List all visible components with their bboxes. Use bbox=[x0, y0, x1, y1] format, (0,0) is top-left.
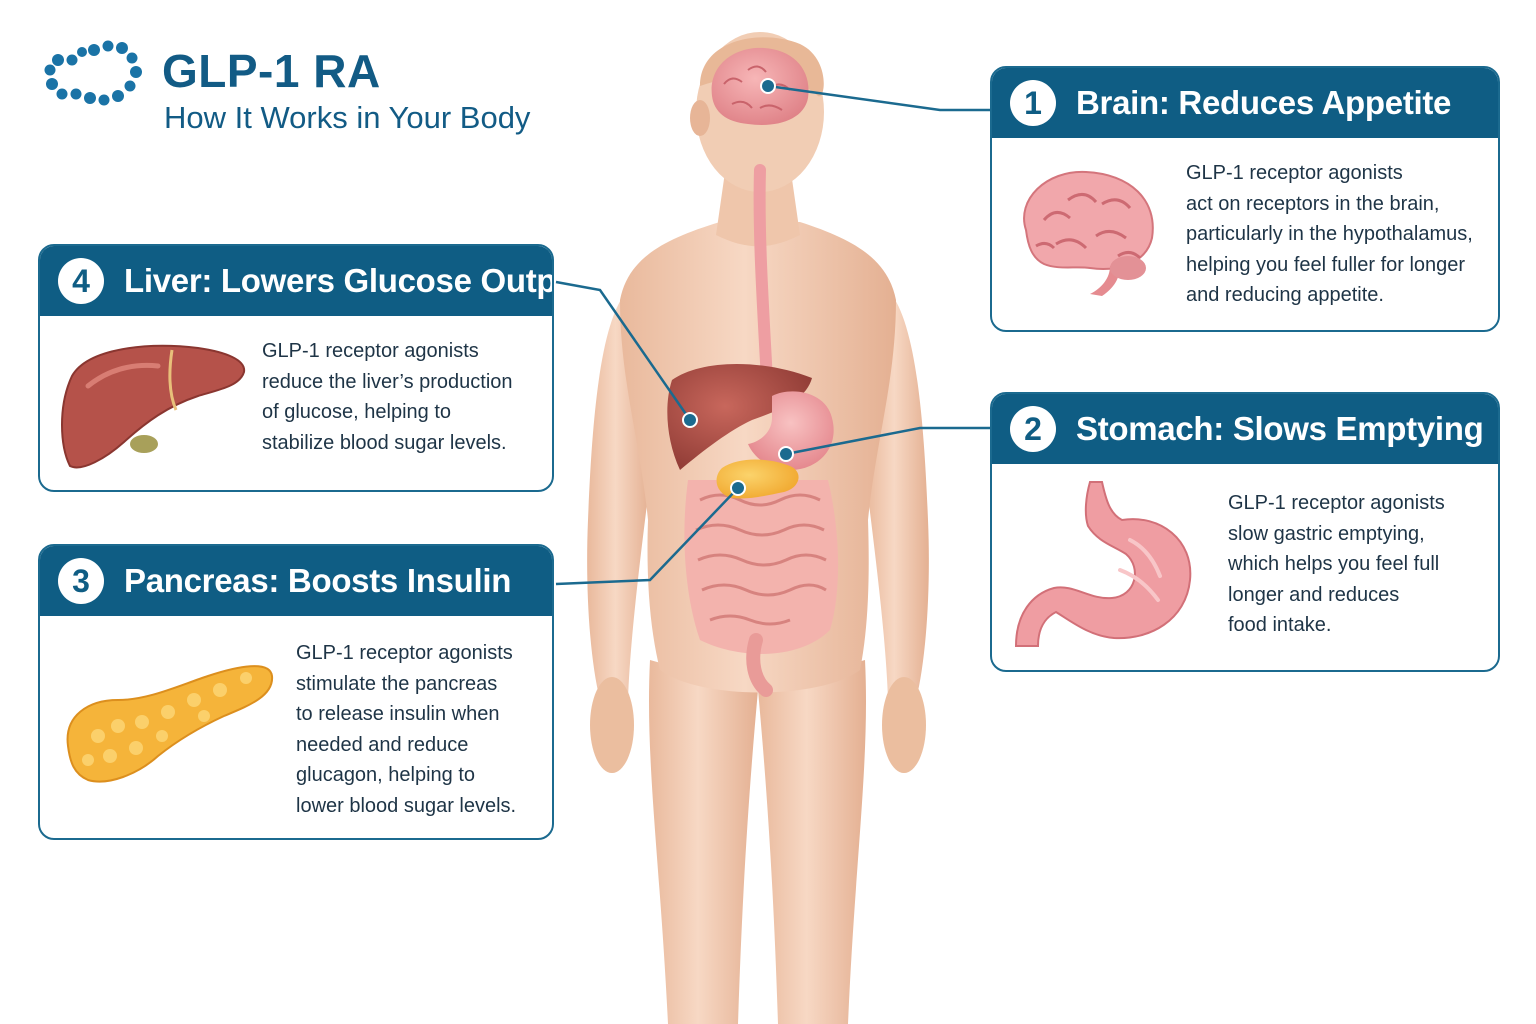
header: GLP-1 RA How It Works in Your Body bbox=[44, 38, 604, 148]
card-title: Stomach: Slows Emptying bbox=[1076, 410, 1484, 447]
step-number: 2 bbox=[1010, 406, 1056, 452]
card-description: GLP-1 receptor agonists stimulate the pa… bbox=[296, 642, 517, 817]
card-description: GLP-1 receptor agonists act on receptors… bbox=[1186, 162, 1473, 306]
card-description: GLP-1 receptor agonists reduce the liver… bbox=[262, 340, 513, 454]
step-number: 3 bbox=[58, 558, 104, 604]
card-title: Brain: Reduces Appetite bbox=[1076, 84, 1452, 121]
card-title: Liver: Lowers Glucose Output bbox=[124, 262, 554, 299]
card-header: 3 Pancreas: Boosts Insulin bbox=[40, 546, 552, 616]
page-title: GLP-1 RA bbox=[162, 45, 381, 97]
card-header: 1 Brain: Reduces Appetite bbox=[992, 68, 1498, 138]
brain-marker bbox=[760, 78, 776, 94]
card-stomach: 2 Stomach: Slows Emptying GLP-1 receptor… bbox=[990, 392, 1500, 672]
card-liver: 4 Liver: Lowers Glucose Output GLP-1 rec… bbox=[38, 244, 554, 492]
stomach-marker bbox=[778, 446, 794, 462]
card-brain: 1 Brain: Reduces Appetite GLP-1 receptor… bbox=[990, 66, 1500, 332]
card-title: Pancreas: Boosts Insulin bbox=[124, 562, 512, 599]
liver-marker bbox=[682, 412, 698, 428]
connector-lines bbox=[555, 84, 990, 586]
step-number: 1 bbox=[1010, 80, 1056, 126]
card-header: 4 Liver: Lowers Glucose Output bbox=[40, 246, 552, 316]
step-number: 4 bbox=[58, 258, 104, 304]
stomach-icon bbox=[1014, 481, 1192, 647]
page-subtitle: How It Works in Your Body bbox=[164, 100, 531, 135]
brain-icon bbox=[1023, 170, 1154, 296]
liver-icon bbox=[61, 344, 246, 469]
pancreas-icon bbox=[66, 665, 274, 783]
molecule-ring-icon bbox=[44, 40, 142, 106]
card-header: 2 Stomach: Slows Emptying bbox=[992, 394, 1498, 464]
card-pancreas: 3 Pancreas: Boosts Insulin GLP-1 recepto… bbox=[38, 544, 554, 840]
pancreas-marker bbox=[730, 480, 746, 496]
card-description: GLP-1 receptor agonists slow gastric emp… bbox=[1228, 492, 1445, 636]
